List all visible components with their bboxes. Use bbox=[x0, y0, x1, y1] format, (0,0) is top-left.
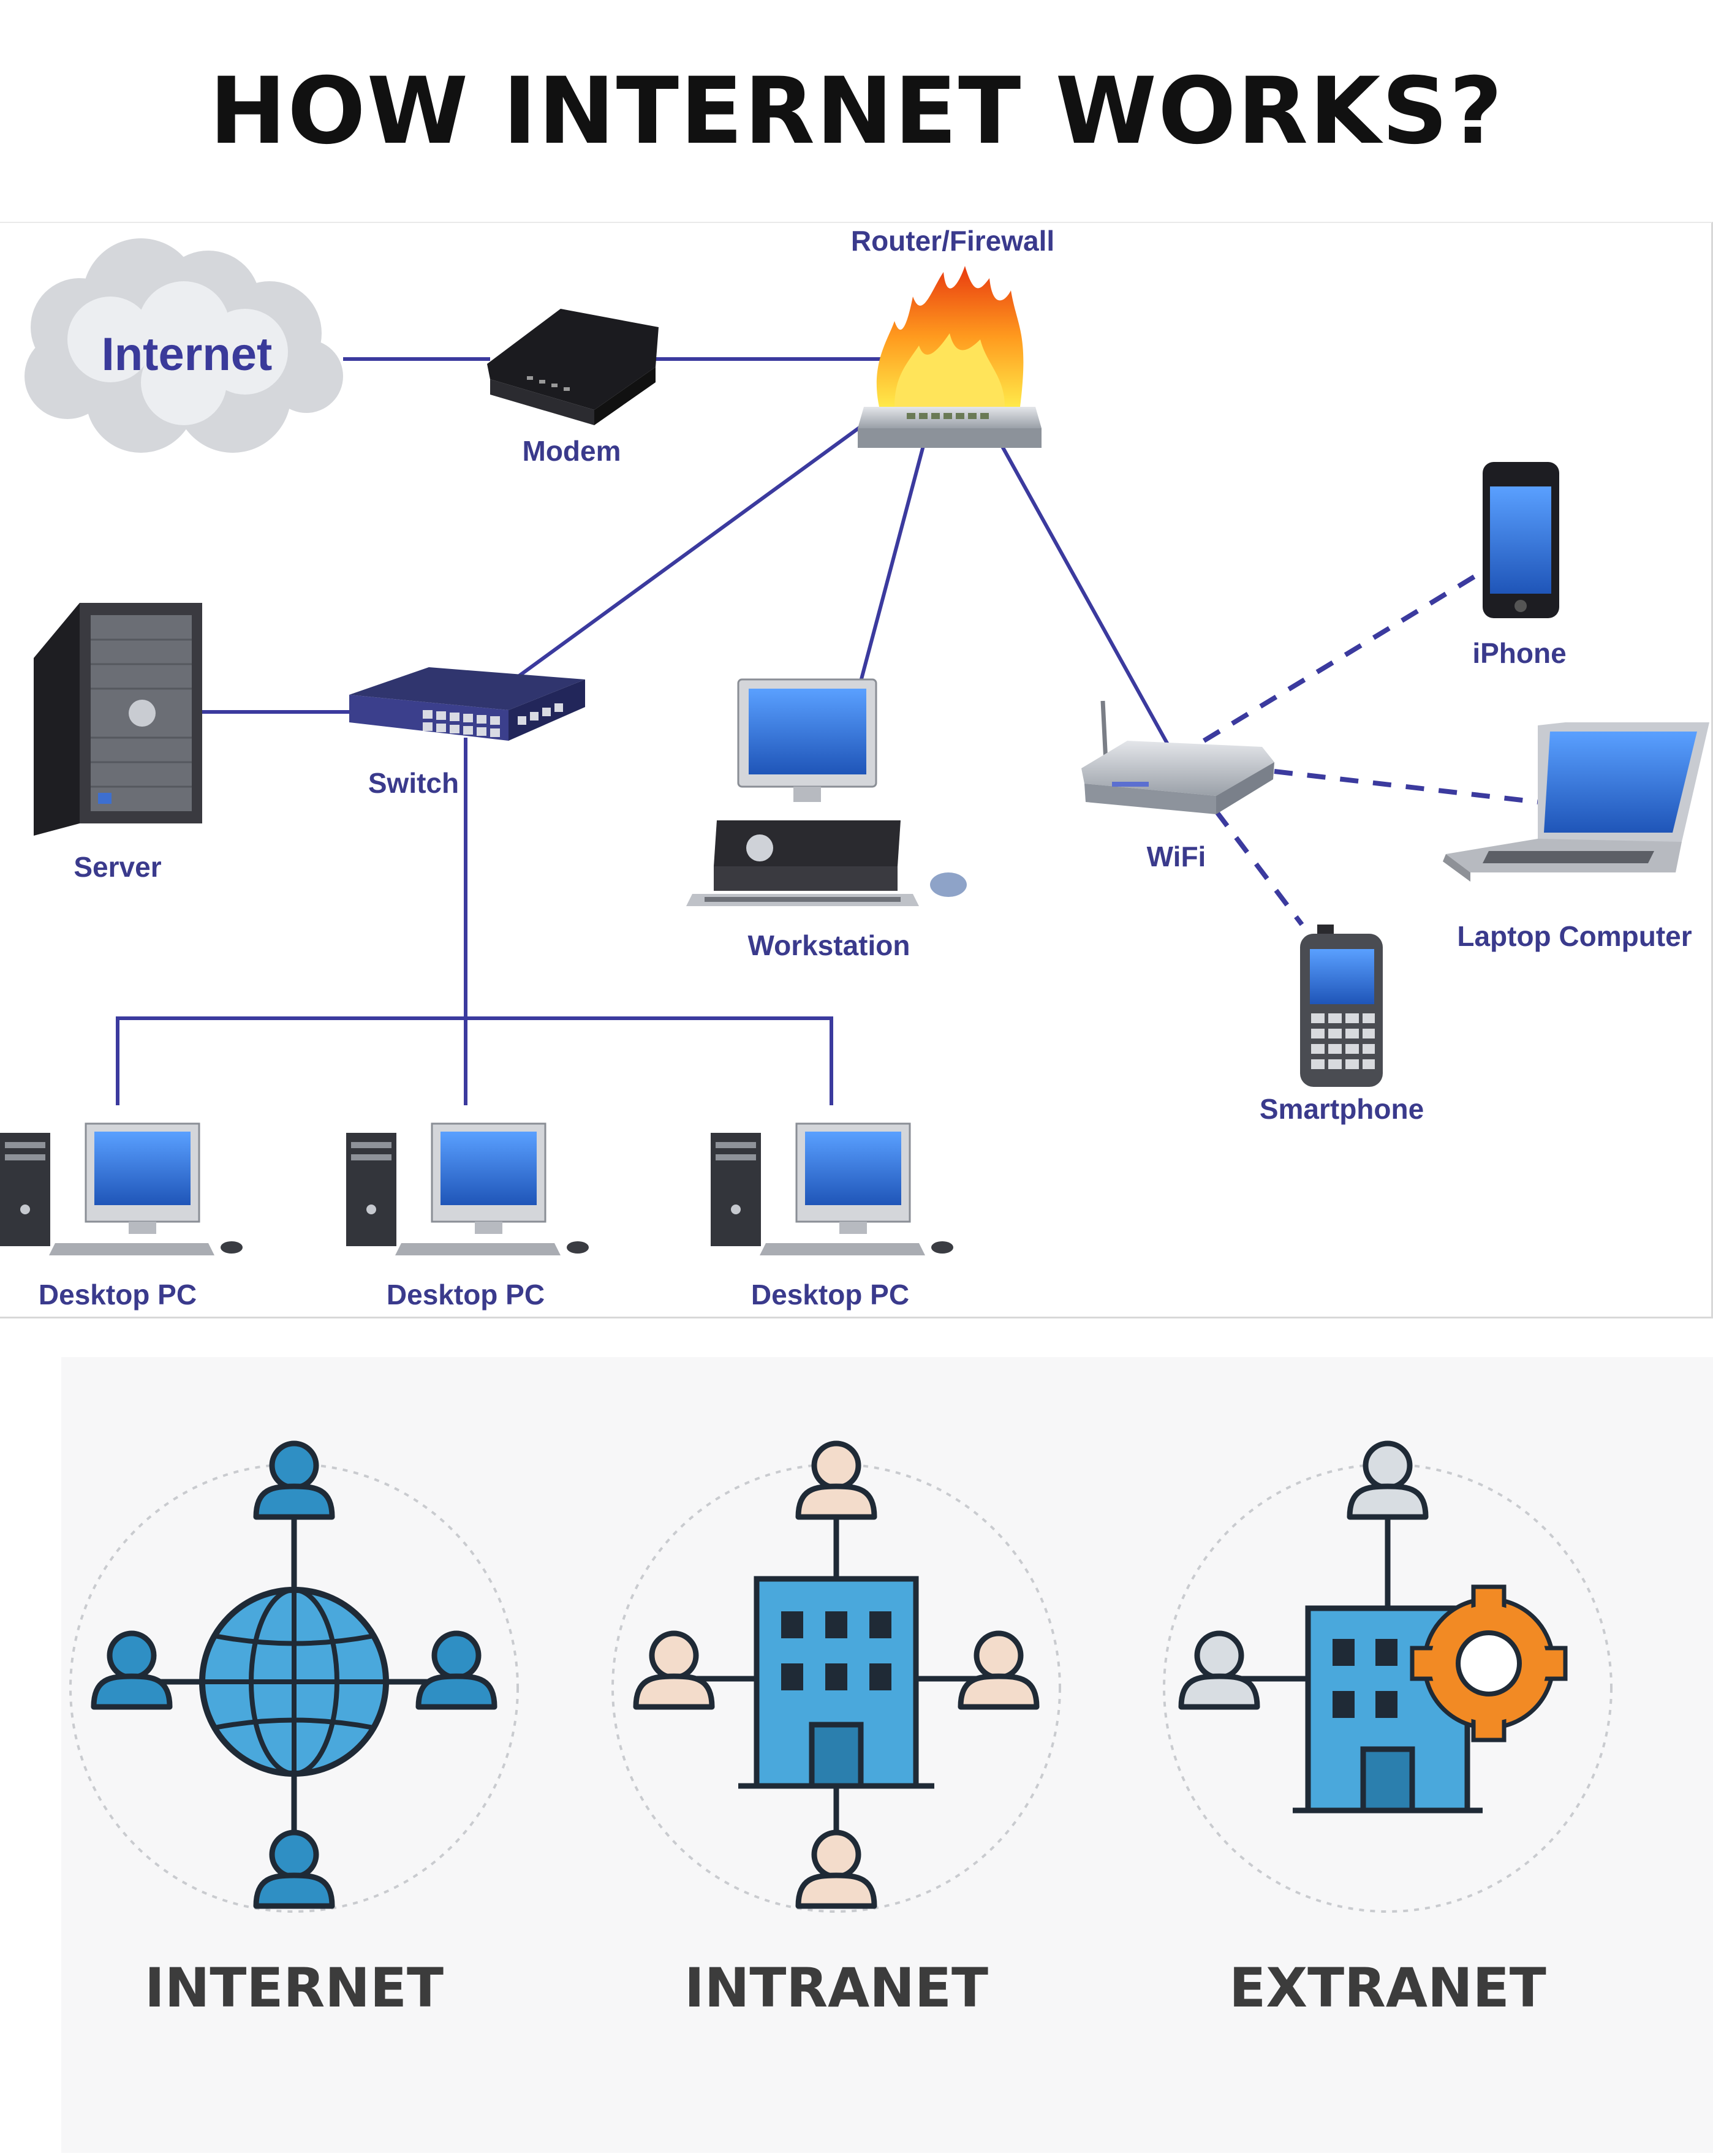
server-icon bbox=[34, 603, 202, 836]
laptop-label: Laptop Computer bbox=[1457, 920, 1692, 952]
desktop3-label: Desktop PC bbox=[751, 1279, 909, 1311]
extranet-card: EXTRANET bbox=[1163, 1443, 1613, 2019]
laptop-icon bbox=[1443, 722, 1709, 882]
smartphone-icon bbox=[1300, 925, 1383, 1087]
link-desktop-bus bbox=[116, 1016, 833, 1105]
desktop-pc-icon bbox=[711, 1122, 953, 1255]
intranet-type-label: INTRANET bbox=[684, 1956, 988, 2019]
desktop2-label: Desktop PC bbox=[387, 1279, 545, 1311]
wifi-router-icon bbox=[1081, 700, 1274, 814]
network-types-panel: INTERNET INTRANET bbox=[61, 1357, 1713, 2153]
wireless-laptop bbox=[1274, 769, 1538, 804]
desktop-pc-icon bbox=[0, 1122, 243, 1255]
modem-icon bbox=[487, 309, 659, 425]
switch-label: Switch bbox=[368, 767, 459, 799]
network-diagram: Internet Modem Router/Firewall Server bbox=[0, 222, 1713, 1318]
extranet-type-label: EXTRANET bbox=[1229, 1956, 1546, 2019]
globe-icon bbox=[199, 1587, 389, 1777]
desktop-pc-icon bbox=[346, 1122, 589, 1255]
workstation-label: Workstation bbox=[748, 929, 910, 961]
switch-icon bbox=[349, 667, 585, 741]
iphone-icon bbox=[1483, 462, 1559, 618]
internet-type-label: INTERNET bbox=[145, 1956, 444, 2019]
wireless-iphone bbox=[1202, 573, 1478, 743]
smartphone-label: Smartphone bbox=[1260, 1093, 1424, 1125]
modem-label: Modem bbox=[523, 435, 621, 467]
firewall-router-icon bbox=[858, 266, 1042, 448]
page-title: HOW INTERNET WORKS? bbox=[209, 58, 1504, 165]
building-icon bbox=[754, 1576, 919, 1789]
intranet-card: INTRANET bbox=[611, 1443, 1061, 2019]
router-label: Router/Firewall bbox=[851, 225, 1054, 257]
wifi-label: WiFi bbox=[1147, 841, 1206, 872]
internet-card: INTERNET bbox=[69, 1443, 519, 2019]
internet-label: Internet bbox=[102, 328, 273, 380]
wireless-links bbox=[1202, 573, 1538, 926]
link-router-wifi bbox=[994, 433, 1172, 750]
gear-icon bbox=[1410, 1584, 1568, 1742]
server-label: Server bbox=[74, 851, 161, 883]
network-links bbox=[116, 357, 1172, 1105]
cloud-icon: Internet bbox=[25, 238, 343, 453]
link-router-workstation bbox=[859, 434, 928, 682]
link-router-switch bbox=[510, 420, 868, 683]
desktop1-label: Desktop PC bbox=[39, 1279, 197, 1311]
workstation-icon bbox=[686, 678, 967, 906]
iphone-label: iPhone bbox=[1472, 637, 1566, 669]
wireless-smartphone bbox=[1214, 809, 1304, 926]
